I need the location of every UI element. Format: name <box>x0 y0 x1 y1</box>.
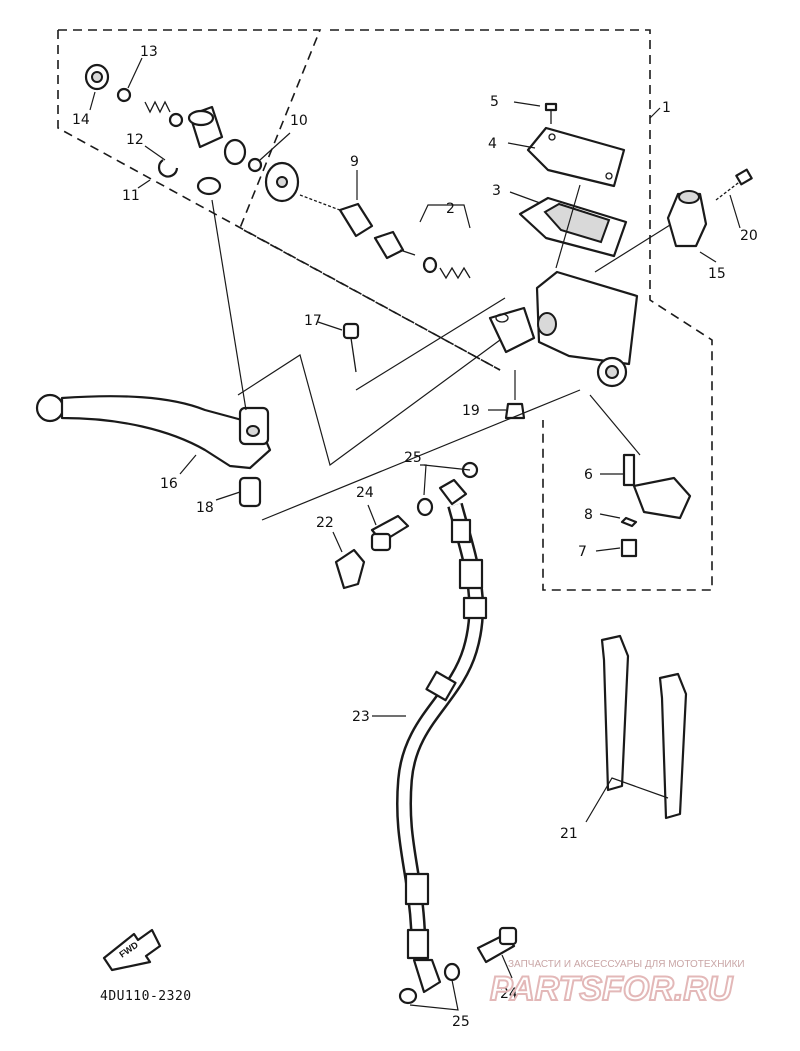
callout-23: 23 <box>352 709 370 725</box>
watermark-tagline: ЗАПЧАСТИ И АКСЕССУАРЫ ДЛЯ МОТОТЕХНИКИ <box>508 959 745 970</box>
callout-8: 8 <box>584 507 593 523</box>
callout-leaders <box>89 57 741 1011</box>
part-boot <box>264 161 300 203</box>
callout-15: 15 <box>708 266 726 282</box>
part-adjuster-body <box>187 105 224 149</box>
callout-11: 11 <box>122 188 140 204</box>
callout-12: 12 <box>126 132 144 148</box>
part-16-lever <box>35 393 272 470</box>
callout-22: 22 <box>316 515 334 531</box>
part-7-screw <box>620 538 638 558</box>
callout-7: 7 <box>578 544 587 560</box>
callout-17: 17 <box>304 313 322 329</box>
part-10-bolt <box>223 138 263 173</box>
part-12-circlip <box>157 159 179 178</box>
diagram-code: 4DU110-2320 <box>100 989 192 1004</box>
callout-16: 16 <box>160 476 178 492</box>
part-13-nut-spring <box>116 87 184 128</box>
callout-6: 6 <box>584 467 593 483</box>
fwd-arrow-icon: FWD <box>102 928 162 972</box>
callout-18: 18 <box>196 500 214 516</box>
part-21-cable-ties <box>600 634 688 820</box>
assembly-outline-11 <box>57 29 501 371</box>
callout-24-upper: 24 <box>356 485 374 501</box>
part-3-diaphragm <box>518 196 628 258</box>
callout-10: 10 <box>290 113 308 129</box>
part-19-nut <box>504 402 526 420</box>
callout-25-upper: 25 <box>404 450 422 466</box>
watermark-logo: PARTSFOR.RU <box>490 970 734 1008</box>
part-17-bolt <box>342 322 360 373</box>
part-24-union-bolt-lower <box>476 926 518 964</box>
callout-5: 5 <box>490 94 499 110</box>
callout-3: 3 <box>492 183 501 199</box>
part-washer <box>196 176 222 196</box>
part-8-oring <box>620 516 638 528</box>
callout-21: 21 <box>560 826 578 842</box>
connector-lines <box>211 184 671 521</box>
part-18-collar <box>238 476 262 508</box>
part-14-cap <box>84 63 110 91</box>
assembly-outline-1 <box>330 29 713 591</box>
part-25-washer-lower-b <box>443 962 461 982</box>
part-15-clamp <box>666 190 708 248</box>
callout-4: 4 <box>488 136 497 152</box>
part-1-master-cylinder <box>488 270 639 388</box>
callout-24-lower: 24 <box>500 986 518 1002</box>
part-20-bolt <box>715 168 753 201</box>
part-4-reservoir-cover <box>526 126 626 188</box>
callout-19: 19 <box>462 403 480 419</box>
part-6-switch <box>622 453 692 520</box>
part-23-brake-hose <box>395 478 488 994</box>
callout-14: 14 <box>72 112 90 128</box>
part-9-push-rod <box>299 194 374 238</box>
callout-9: 9 <box>350 154 359 170</box>
part-25-washer-upper-b <box>416 497 434 517</box>
callout-13: 13 <box>140 44 158 60</box>
part-22-fitting <box>334 548 366 590</box>
callout-1: 1 <box>662 100 671 116</box>
part-25-washer-lower-a <box>398 987 418 1005</box>
part-2-piston-kit <box>373 230 471 280</box>
callout-20: 20 <box>740 228 758 244</box>
part-24-union-bolt-upper <box>370 514 410 552</box>
part-5-screw <box>544 102 558 124</box>
callout-2: 2 <box>446 201 455 217</box>
callout-25-lower: 25 <box>452 1014 470 1030</box>
